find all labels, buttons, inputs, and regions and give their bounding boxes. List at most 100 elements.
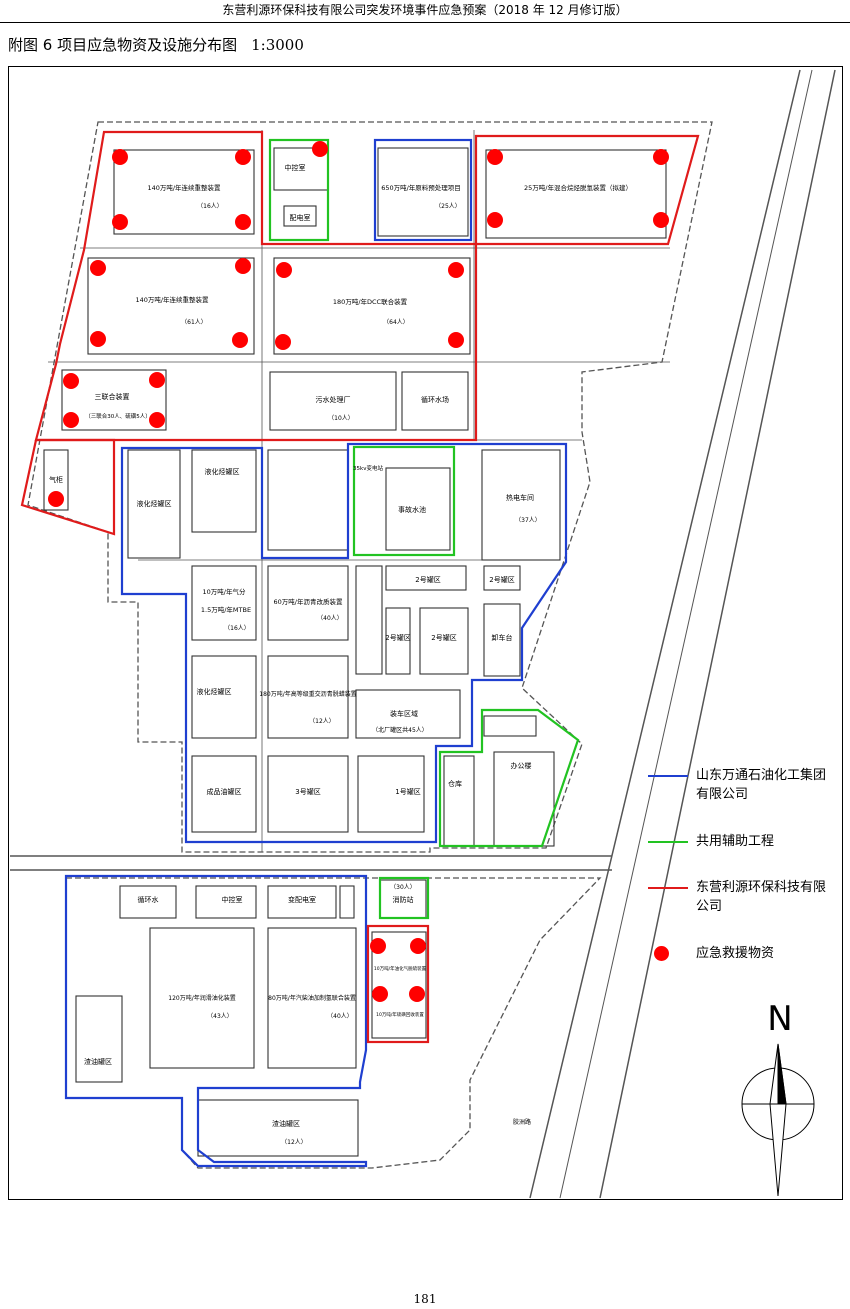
page-number: 181: [413, 1292, 437, 1306]
legend-label: 山东万通石油化工集团有限公司: [696, 768, 827, 802]
road-network: [10, 69, 836, 1199]
legend-dot-red: [654, 946, 669, 961]
shared-office-boundary: [438, 708, 580, 848]
supply-dot: [149, 412, 165, 428]
wantong-south-boundary: [64, 874, 368, 1168]
legend-item-wantong: 山东万通石油化工集团有限公司: [648, 766, 838, 806]
unit-label: 140万吨/年连续重整装置: [135, 295, 209, 304]
unit-people: （43人）: [207, 1013, 233, 1020]
shared-control-boundary: [268, 138, 330, 242]
wantong-boundaries: [64, 138, 568, 1168]
unit-label: 2号罐区: [415, 575, 440, 584]
legend-line-blue: [648, 775, 688, 777]
shared-boundaries: [268, 138, 580, 920]
unit-people: （10人）: [328, 415, 354, 422]
unit-label: 变配电室: [288, 895, 316, 904]
unit-people: （61人）: [181, 319, 207, 326]
wantong-pretreatment-boundary: [373, 138, 473, 242]
supply-dot: [448, 332, 464, 348]
unit-label: 循环水: [138, 895, 159, 904]
unit-label: 液化烃罐区: [205, 467, 240, 476]
supply-dot: [448, 262, 464, 278]
unit-label: 热电车间: [506, 493, 534, 502]
unit-people: （12人）: [281, 1139, 307, 1146]
unit-label: 气柜: [49, 475, 63, 484]
unit-label: 180万吨/年高等级重交沥青脱蜡装置: [259, 690, 356, 698]
wantong-north-boundary: [120, 442, 568, 844]
unit-label: 事故水池: [398, 505, 426, 514]
unit-people: （40人）: [327, 1013, 353, 1020]
unit-label: 液化烃罐区: [137, 499, 172, 508]
legend-item-shared: 共用辅助工程: [648, 832, 838, 854]
legend-line-red: [648, 887, 688, 889]
unit-label: 1.5万吨/年MTBE: [201, 605, 251, 614]
supply-dot: [487, 149, 503, 165]
unit-people: （25人）: [435, 203, 461, 210]
supply-dot: [63, 412, 79, 428]
north-arrow: N: [741, 999, 815, 1197]
unit-label: 2号罐区: [489, 575, 514, 584]
supply-dot: [232, 332, 248, 348]
unit-label: 1号罐区: [395, 787, 420, 796]
unit-label: 卸车台: [492, 633, 513, 642]
unit-label: 消防站: [393, 895, 414, 904]
unit-label: 650万吨/年原料预处理项目: [381, 183, 461, 192]
highway-center: [559, 69, 813, 1199]
north-plant-boundary: [27, 121, 713, 853]
unit-people: （16人）: [197, 203, 223, 210]
map-frame: [8, 66, 843, 1200]
supply-dot: [112, 214, 128, 230]
unit-label: 渣油罐区: [84, 1057, 112, 1066]
supply-dot: [653, 149, 669, 165]
legend-line-green: [648, 841, 688, 843]
supply-dot: [487, 212, 503, 228]
unit-label: 60万吨/年沥青改质装置: [274, 597, 343, 606]
figure-title-text: 附图 6 项目应急物资及设施分布图: [8, 36, 238, 54]
liyuan-boundaries: [20, 130, 700, 1044]
legend-item-supply: 应急救援物资: [648, 944, 838, 966]
legend-label: 共用辅助工程: [696, 834, 775, 849]
building-blocks: [43, 147, 667, 1157]
unit-label: 污水处理厂: [316, 395, 351, 404]
north-letter: N: [767, 999, 792, 1039]
unit-people: （三联合30人、硫磺5人）: [85, 412, 151, 420]
unit-people: （北厂罐区共45人）: [372, 726, 428, 734]
unit-label: 3号罐区: [295, 787, 320, 796]
supply-dot: [48, 491, 64, 507]
unit-label: 35kv变电站: [353, 464, 383, 472]
unit-label: 仓库: [448, 779, 462, 788]
supply-dot: [409, 986, 425, 1002]
unit-people: （40人）: [317, 615, 343, 622]
supply-dot: [63, 373, 79, 389]
unit-label: 配电室: [290, 213, 311, 222]
unit-label: 中控室: [222, 895, 243, 904]
supply-dot: [112, 149, 128, 165]
supply-dot: [276, 262, 292, 278]
unit-label: 2号罐区: [385, 633, 410, 642]
unit-label: 中控室: [285, 163, 306, 172]
unit-label: 循环水场: [421, 395, 449, 404]
supply-dot: [235, 258, 251, 274]
unit-label: 液化烃罐区: [197, 687, 232, 696]
unit-labels: 140万吨/年连续重整装置 （16人） 中控室 配电室 650万吨/年原料预处理…: [49, 163, 632, 1146]
supply-dot: [90, 260, 106, 276]
unit-people: （30人）: [390, 884, 416, 891]
shared-waterpool-boundary: [352, 445, 456, 557]
supply-dot: [235, 149, 251, 165]
liyuan-gasholder-boundary: [20, 438, 116, 536]
unit-label: 三联合装置: [95, 392, 130, 401]
unit-label: 25万吨/年混合烷烃脱氢装置（拟建）: [524, 183, 632, 192]
supply-dot: [653, 212, 669, 228]
page-header: 东营利源环保科技有限公司突发环境事件应急预案（2018 年 12 月修订版）: [0, 0, 850, 23]
unit-label: 办公楼: [511, 761, 532, 770]
road-label: 胶洲路: [513, 1118, 531, 1126]
legend-label: 东营利源环保科技有限公司: [696, 880, 827, 914]
supply-dot: [372, 986, 388, 1002]
unit-label: 10万吨/年气分: [203, 587, 246, 596]
liyuan-north-boundary: [34, 130, 700, 442]
unit-people: （16人）: [224, 625, 250, 632]
highway-west-edge: [529, 69, 801, 1199]
supply-dot: [149, 372, 165, 388]
